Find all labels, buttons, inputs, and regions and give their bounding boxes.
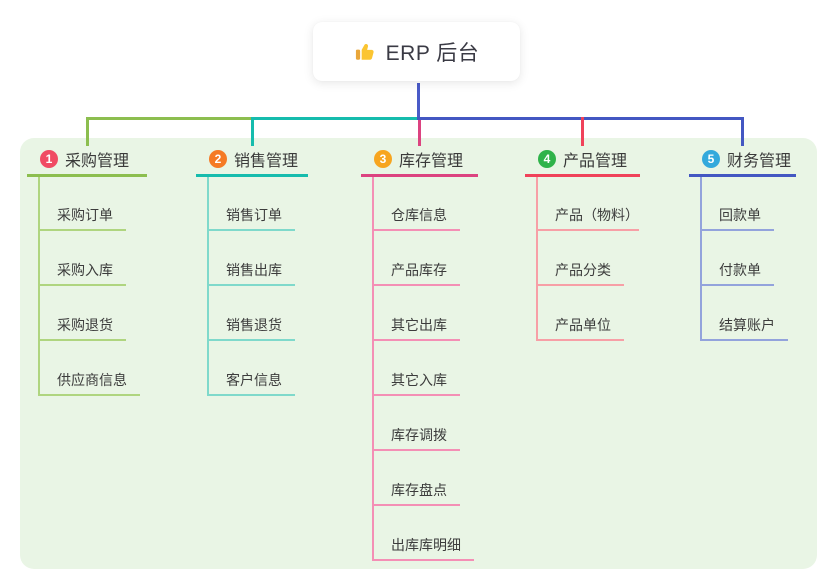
branch-spine-3 xyxy=(372,177,374,561)
child-label-4-2: 产品分类 xyxy=(555,262,611,278)
child-label-4-3: 产品单位 xyxy=(555,317,611,333)
root-node[interactable]: ERP 后台 xyxy=(313,22,520,81)
child-node-1-1[interactable]: 采购订单 xyxy=(38,203,126,231)
priority-badge-1: 1 xyxy=(40,150,58,168)
connector-drop-branch3 xyxy=(418,120,421,146)
connector-drop-branch2 xyxy=(250,117,254,146)
group-panel xyxy=(20,138,817,569)
branch-label-5: 财务管理 xyxy=(727,153,792,170)
child-node-1-4[interactable]: 供应商信息 xyxy=(38,368,140,396)
child-node-1-3[interactable]: 采购退货 xyxy=(38,313,126,341)
child-node-1-2[interactable]: 采购入库 xyxy=(38,258,126,286)
priority-badge-2: 2 xyxy=(209,150,227,168)
child-label-1-1: 采购订单 xyxy=(57,207,113,223)
child-label-3-5: 库存调拨 xyxy=(391,427,447,443)
branch-spine-5 xyxy=(700,177,702,341)
child-label-1-3: 采购退货 xyxy=(57,317,113,333)
child-node-3-3[interactable]: 其它出库 xyxy=(372,313,460,341)
branch-spine-1 xyxy=(38,177,40,396)
priority-badge-5: 5 xyxy=(702,150,720,168)
child-node-3-4[interactable]: 其它入库 xyxy=(372,368,460,396)
child-label-1-4: 供应商信息 xyxy=(57,372,127,388)
child-label-3-3: 其它出库 xyxy=(391,317,447,333)
child-node-5-2[interactable]: 付款单 xyxy=(700,258,774,286)
priority-badge-4: 4 xyxy=(538,150,556,168)
branch-2: 2 销售管理销售订单销售出库销售退货客户信息 xyxy=(196,144,308,574)
child-label-3-1: 仓库信息 xyxy=(391,207,447,223)
child-node-3-2[interactable]: 产品库存 xyxy=(372,258,460,286)
child-label-5-2: 付款单 xyxy=(719,262,761,278)
child-label-4-1: 产品（物料） xyxy=(555,207,639,223)
child-label-3-7: 出库库明细 xyxy=(391,537,461,553)
child-label-2-2: 销售出库 xyxy=(226,262,282,278)
child-node-2-1[interactable]: 销售订单 xyxy=(207,203,295,231)
connector-horizontal-branch5 xyxy=(416,117,744,120)
child-node-3-6[interactable]: 库存盘点 xyxy=(372,478,460,506)
child-node-4-2[interactable]: 产品分类 xyxy=(536,258,624,286)
child-label-2-4: 客户信息 xyxy=(226,372,282,388)
connector-root-vertical xyxy=(416,83,420,117)
branch-label-1: 采购管理 xyxy=(65,153,130,170)
connector-drop-branch1 xyxy=(85,117,89,146)
branch-4: 4 产品管理产品（物料） 产品分类产品单位 xyxy=(525,144,640,574)
child-label-1-2: 采购入库 xyxy=(57,262,113,278)
priority-badge-3: 3 xyxy=(374,150,392,168)
connector-horizontal-branch2 xyxy=(250,117,418,120)
branch-label-4: 产品管理 xyxy=(563,153,628,170)
child-label-2-3: 销售退货 xyxy=(226,317,282,333)
child-label-2-1: 销售订单 xyxy=(226,207,282,223)
child-node-2-3[interactable]: 销售退货 xyxy=(207,313,295,341)
branch-spine-4 xyxy=(536,177,538,341)
child-label-5-3: 结算账户 xyxy=(719,317,775,333)
thumbs-up-icon xyxy=(354,40,377,63)
child-node-4-3[interactable]: 产品单位 xyxy=(536,313,624,341)
child-label-3-6: 库存盘点 xyxy=(391,482,447,498)
child-label-3-2: 产品库存 xyxy=(391,262,447,278)
branch-1: 1 采购管理采购订单采购入库采购退货供应商信息 xyxy=(27,144,147,574)
child-node-5-3[interactable]: 结算账户 xyxy=(700,313,788,341)
connector-drop-branch5 xyxy=(741,117,744,146)
branch-label-3: 库存管理 xyxy=(399,153,464,170)
child-node-3-5[interactable]: 库存调拨 xyxy=(372,423,460,451)
branch-node-5[interactable]: 5 财务管理 xyxy=(689,144,796,177)
child-node-2-4[interactable]: 客户信息 xyxy=(207,368,295,396)
branch-3: 3 库存管理仓库信息产品库存其它出库其它入库库存调拨库存盘点出库库明细 xyxy=(361,144,478,574)
child-node-5-1[interactable]: 回款单 xyxy=(700,203,774,231)
child-node-3-1[interactable]: 仓库信息 xyxy=(372,203,460,231)
root-node-label: ERP 后台 xyxy=(385,41,480,65)
child-label-3-4: 其它入库 xyxy=(391,372,447,388)
branch-node-1[interactable]: 1 采购管理 xyxy=(27,144,147,177)
branch-5: 5 财务管理回款单付款单结算账户 xyxy=(689,144,796,574)
branch-spine-2 xyxy=(207,177,209,396)
connector-drop-branch4 xyxy=(581,117,584,146)
branch-node-3[interactable]: 3 库存管理 xyxy=(361,144,478,177)
child-node-4-1[interactable]: 产品（物料） xyxy=(536,203,639,231)
child-node-2-2[interactable]: 销售出库 xyxy=(207,258,295,286)
branch-node-2[interactable]: 2 销售管理 xyxy=(196,144,308,177)
child-label-5-1: 回款单 xyxy=(719,207,761,223)
branch-label-2: 销售管理 xyxy=(234,153,299,170)
child-node-3-7[interactable]: 出库库明细 xyxy=(372,533,474,561)
connector-horizontal-branch1 xyxy=(85,117,251,120)
branch-node-4[interactable]: 4 产品管理 xyxy=(525,144,640,177)
